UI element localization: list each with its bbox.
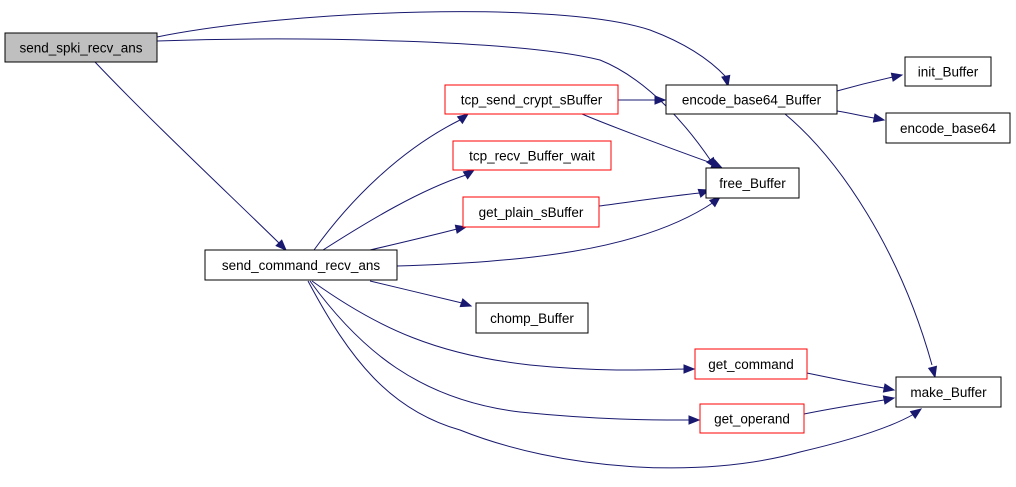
node-get_operand[interactable]: get_operand (699, 403, 805, 434)
node-box[interactable] (452, 140, 612, 171)
edge-line (369, 228, 458, 251)
edge-line (307, 280, 915, 469)
edge-line (311, 280, 685, 371)
edge-line (313, 119, 461, 251)
edge-line (369, 280, 463, 304)
edge-get_operand-to-make_Buffer (803, 395, 896, 415)
node-label: encode_base64 (900, 121, 997, 136)
node-box[interactable] (895, 376, 1002, 408)
edge-arrowhead (462, 169, 476, 180)
edge-arrowhead (721, 74, 731, 88)
node-box[interactable] (444, 84, 619, 115)
node-free_Buffer[interactable]: free_Buffer (705, 167, 800, 199)
edge-arrowhead (654, 95, 667, 105)
node-tcp_recv_Buffer_wait[interactable]: tcp_recv_Buffer_wait (452, 140, 612, 171)
edge-line (322, 174, 467, 251)
node-label: make_Buffer (910, 385, 987, 400)
edge-encode_base64_Buffer-to-make_Buffer (784, 113, 938, 379)
edge-line (784, 113, 933, 366)
edge-line (94, 61, 281, 245)
edge-send_command_recv_ans-to-chomp_Buffer (369, 280, 473, 308)
edge-arrowhead (890, 72, 904, 82)
edge-arrowhead (909, 408, 923, 419)
edge-arrowhead (927, 365, 938, 379)
edge-line (598, 192, 701, 207)
edge-arrowhead (872, 113, 886, 123)
edge-arrowhead (275, 239, 287, 251)
node-box[interactable] (462, 196, 600, 228)
edge-send_command_recv_ans-to-tcp_send_crypt_sBuffer (313, 113, 470, 251)
edge-get_command-to-make_Buffer (806, 372, 896, 393)
node-label: init_Buffer (918, 65, 979, 80)
edges-layer (94, 11, 938, 469)
node-send_spki_recv_ans[interactable]: send_spki_recv_ans (4, 32, 158, 63)
edge-line (581, 113, 715, 165)
node-label: tcp_recv_Buffer_wait (469, 149, 595, 164)
node-send_command_recv_ans[interactable]: send_command_recv_ans (204, 249, 398, 281)
edge-arrowhead (882, 383, 896, 393)
node-get_plain_sBuffer[interactable]: get_plain_sBuffer (462, 196, 600, 228)
node-label: send_command_recv_ans (222, 258, 381, 273)
node-box[interactable] (475, 302, 589, 334)
edge-line (836, 110, 875, 119)
edge-arrowhead (688, 415, 701, 425)
edge-arrowhead (683, 364, 696, 374)
edge-send_command_recv_ans-to-get_command (311, 280, 696, 374)
edge-encode_base64_Buffer-to-init_Buffer (836, 72, 904, 92)
node-box[interactable] (904, 56, 992, 87)
node-label: get_operand (714, 412, 790, 427)
edge-line (156, 38, 712, 162)
node-init_Buffer[interactable]: init_Buffer (904, 56, 992, 87)
edge-encode_base64_Buffer-to-encode_base64 (836, 110, 886, 123)
edge-send_command_recv_ans-to-get_plain_sBuffer (369, 224, 468, 251)
edge-tcp_send_crypt_sBuffer-to-free_Buffer (581, 113, 724, 169)
node-box[interactable] (885, 112, 1011, 144)
node-get_command[interactable]: get_command (694, 348, 808, 380)
edge-line (803, 399, 885, 415)
edge-send_command_recv_ans-to-get_operand (309, 280, 701, 425)
edge-send_command_recv_ans-to-make_Buffer (307, 280, 923, 469)
node-box[interactable] (705, 167, 800, 199)
edge-line (836, 76, 894, 92)
node-label: tcp_send_crypt_sBuffer (461, 93, 603, 108)
edge-send_command_recv_ans-to-free_Buffer (396, 196, 722, 267)
edge-line (309, 280, 690, 421)
edge-arrowhead (456, 113, 470, 125)
nodes-layer: send_spki_recv_ans send_command_recv_ans t… (4, 32, 1011, 434)
edge-get_plain_sBuffer-to-free_Buffer (598, 188, 711, 207)
node-label: get_plain_sBuffer (479, 205, 584, 220)
edge-line (396, 201, 715, 267)
edge-line (156, 11, 727, 78)
node-tcp_send_crypt_sBuffer[interactable]: tcp_send_crypt_sBuffer (444, 84, 619, 115)
edge-line (806, 372, 885, 389)
node-chomp_Buffer[interactable]: chomp_Buffer (475, 302, 589, 334)
edge-send_spki_recv_ans-to-send_command_recv_ans (94, 61, 287, 251)
node-box[interactable] (204, 249, 398, 281)
node-box[interactable] (694, 348, 808, 380)
node-label: send_spki_recv_ans (19, 41, 142, 56)
edge-send_spki_recv_ans-to-encode_base64_Buffer (156, 11, 731, 88)
node-encode_base64_Buffer[interactable]: encode_base64_Buffer (665, 84, 838, 115)
edge-arrowhead (459, 298, 473, 308)
node-box[interactable] (4, 32, 158, 63)
node-box[interactable] (699, 403, 805, 434)
edge-tcp_send_crypt_sBuffer-to-encode_base64_Buffer (618, 95, 667, 105)
node-label: encode_base64_Buffer (682, 93, 822, 108)
node-label: chomp_Buffer (490, 311, 574, 326)
node-make_Buffer[interactable]: make_Buffer (895, 376, 1002, 408)
node-encode_base64[interactable]: encode_base64 (885, 112, 1011, 144)
edge-arrowhead (708, 196, 722, 208)
node-label: free_Buffer (719, 176, 786, 191)
edge-arrowhead (882, 395, 896, 405)
edge-send_command_recv_ans-to-tcp_recv_Buffer_wait (322, 169, 476, 251)
edge-send_spki_recv_ans-to-free_Buffer (156, 38, 717, 170)
node-label: get_command (708, 357, 794, 372)
node-box[interactable] (665, 84, 838, 115)
